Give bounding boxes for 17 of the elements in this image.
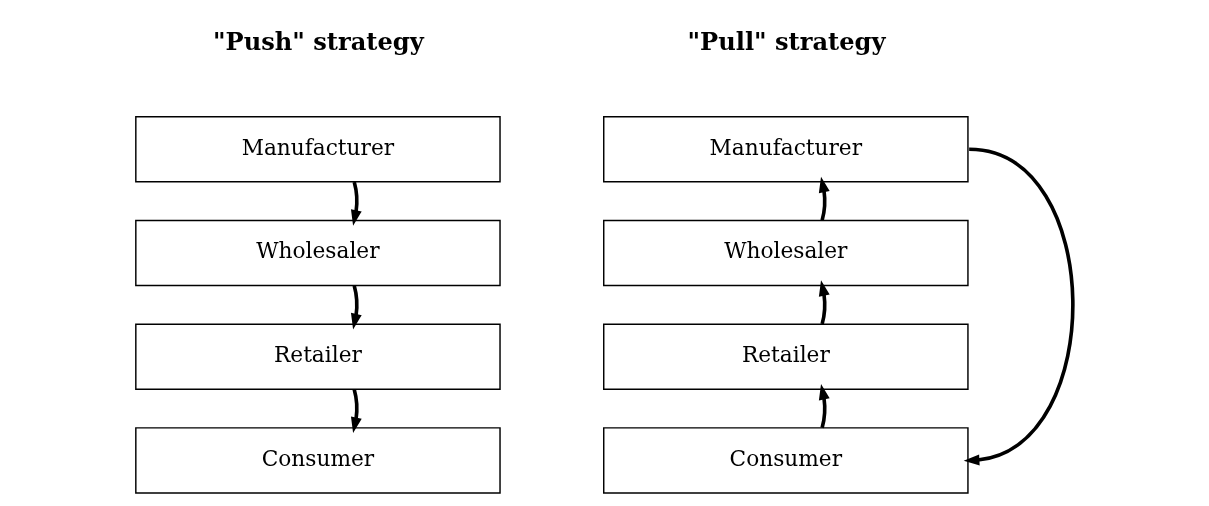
arrow — [818, 280, 830, 325]
arrow — [963, 147, 1075, 466]
node-box: Retailer — [603, 323, 969, 390]
arrow — [350, 285, 362, 330]
arrow — [818, 176, 830, 221]
node-box: Retailer — [135, 323, 501, 390]
label: "Pull" strategy — [687, 27, 886, 57]
node-box: Manufacturer — [135, 116, 501, 183]
node-box: Consumer — [603, 427, 969, 494]
node-box: Manufacturer — [603, 116, 969, 183]
label: "Push" strategy — [213, 27, 424, 57]
arrow — [350, 388, 362, 434]
node-box: Wholesaler — [603, 219, 969, 287]
arrow — [350, 181, 362, 226]
node-box: Consumer — [135, 427, 501, 494]
arrow — [818, 384, 830, 429]
node-box: Wholesaler — [135, 219, 501, 287]
